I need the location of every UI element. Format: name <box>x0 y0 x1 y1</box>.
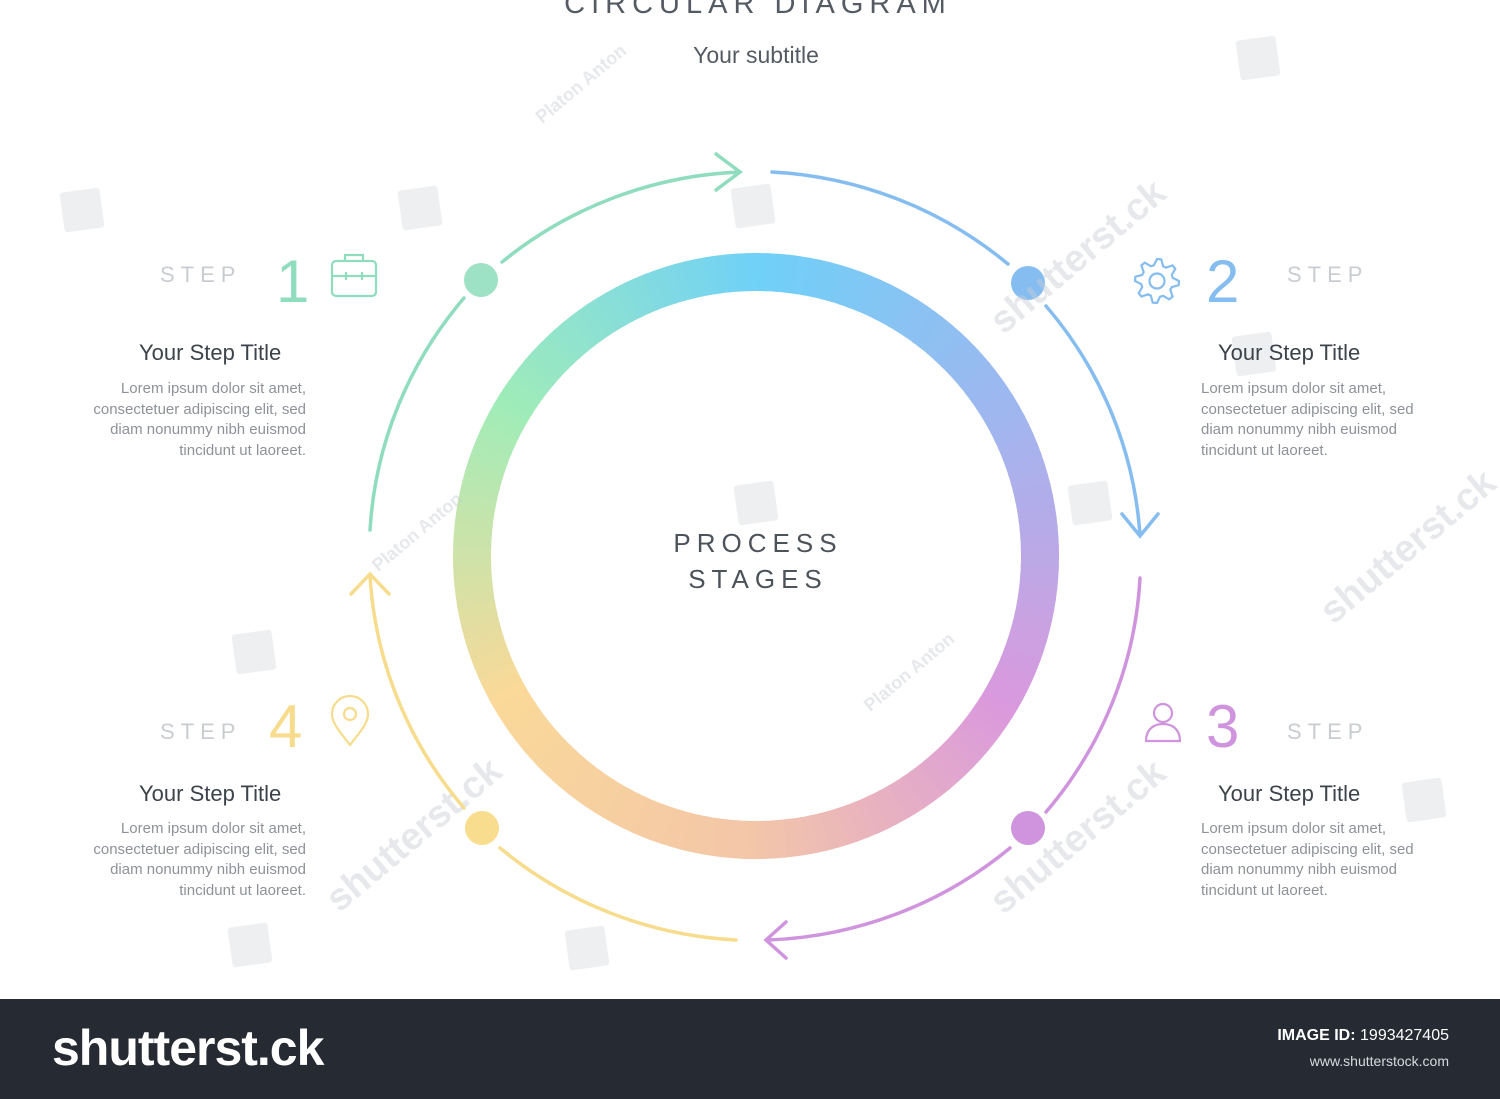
desc-line: tincidunt ut laoreet. <box>1201 441 1328 459</box>
desc-line: Lorem ipsum dolor sit amet, <box>120 380 306 397</box>
arc-step-3-lower <box>766 846 1012 942</box>
step-3-word: STEP <box>1287 719 1369 744</box>
shutterstock-logo: shutterst.ck <box>52 1020 324 1076</box>
image-id-label: IMAGE ID: <box>1277 1027 1356 1044</box>
stock-footer-bar: shutterst.ck IMAGE ID: 1993427405 www.sh… <box>0 999 1500 1099</box>
desc-line: consectetuer adipiscing elit, sed <box>93 840 306 858</box>
dot-step-3 <box>1011 811 1045 845</box>
desc-line: consectetuer adipiscing elit, sed <box>1201 400 1414 418</box>
map-pin-icon <box>330 694 370 747</box>
step-2-word: STEP <box>1287 262 1369 287</box>
arc-step-3-upper <box>1044 576 1142 814</box>
desc-line: Lorem ipsum dolor sit amet, <box>1201 820 1387 837</box>
watermark-tiles <box>59 35 1447 971</box>
arc-step-2-upper <box>770 170 1010 266</box>
desc-line: Lorem ipsum dolor sit amet, <box>1201 380 1387 397</box>
center-label-line2: STAGES <box>688 564 828 594</box>
desc-line: diam nonummy nibh euismod <box>1201 861 1397 878</box>
desc-line: diam nonummy nibh euismod <box>1201 421 1397 438</box>
step-3-title: Your Step Title <box>1218 781 1361 806</box>
dot-step-2 <box>1011 266 1045 300</box>
desc-line: tincidunt ut laoreet. <box>179 441 306 459</box>
step-4-word: STEP <box>160 719 242 744</box>
gradient-ring <box>452 252 1060 860</box>
image-id-value: 1993427405 <box>1360 1027 1449 1044</box>
step-1-number: 1 <box>276 248 310 315</box>
step-4-number: 4 <box>269 693 303 760</box>
step-3-number: 3 <box>1206 693 1240 760</box>
desc-line: diam nonummy nibh euismod <box>110 421 306 438</box>
user-icon <box>1144 702 1182 743</box>
step-2-number: 2 <box>1206 248 1240 315</box>
diagram-canvas: CIRCULAR DIAGRAM Your subtitle PROCESS S… <box>59 0 1500 971</box>
step-4-description: Lorem ipsum dolor sit amet, consectetuer… <box>66 819 306 901</box>
step-3-description: Lorem ipsum dolor sit amet, consectetuer… <box>1201 819 1441 901</box>
step-1-title: Your Step Title <box>139 340 282 365</box>
diagram-graphics <box>59 35 1447 971</box>
desc-line: diam nonummy nibh euismod <box>110 861 306 878</box>
gear-icon <box>1133 257 1181 305</box>
arc-step-4-upper <box>368 574 466 810</box>
desc-line: consectetuer adipiscing elit, sed <box>1201 840 1414 858</box>
step-4-title: Your Step Title <box>139 781 282 806</box>
arrow-head-3 <box>763 920 788 960</box>
arrow-head-2 <box>1120 512 1160 539</box>
arc-step-1-lower <box>368 296 466 532</box>
step-1-word: STEP <box>160 262 242 287</box>
briefcase-icon <box>330 253 378 298</box>
diagram-title: CIRCULAR DIAGRAM <box>564 0 952 20</box>
image-id: IMAGE ID: 1993427405 <box>1277 1027 1449 1045</box>
arc-step-2-lower <box>1044 304 1142 537</box>
dot-step-1 <box>464 263 498 297</box>
arrow-head-1 <box>714 152 743 192</box>
center-label-line1: PROCESS <box>673 528 843 558</box>
desc-line: tincidunt ut laoreet. <box>1201 881 1328 899</box>
diagram-subtitle: Your subtitle <box>693 42 819 68</box>
desc-line: consectetuer adipiscing elit, sed <box>93 400 306 418</box>
dot-step-4 <box>465 811 499 845</box>
arc-step-1-upper <box>500 170 742 264</box>
arrow-head-4 <box>349 571 391 596</box>
step-1-description: Lorem ipsum dolor sit amet, consectetuer… <box>66 379 306 461</box>
step-2-title: Your Step Title <box>1218 340 1361 365</box>
site-url: www.shutterstock.com <box>1309 1053 1449 1069</box>
desc-line: Lorem ipsum dolor sit amet, <box>120 820 306 837</box>
arc-step-4-lower <box>498 846 738 942</box>
step-2-description: Lorem ipsum dolor sit amet, consectetuer… <box>1201 379 1441 461</box>
desc-line: tincidunt ut laoreet. <box>179 881 306 899</box>
outer-cycle-arcs <box>349 152 1160 960</box>
